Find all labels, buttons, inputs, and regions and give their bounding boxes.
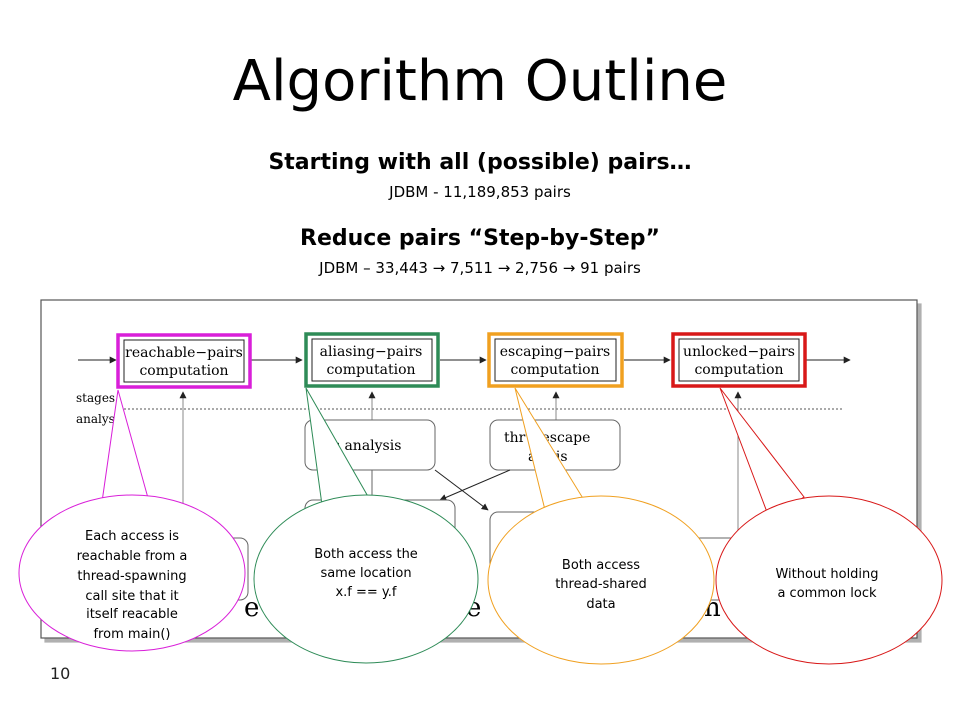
stage-box-unlocked: unlocked−pairs computation bbox=[671, 332, 807, 388]
callout-aliasing: Both access the same location x.f == y.f bbox=[253, 494, 479, 664]
svg-text:same location: same location bbox=[320, 566, 411, 581]
stage-box-reachable: reachable−pairs computation bbox=[116, 333, 252, 389]
svg-text:computation: computation bbox=[510, 362, 599, 378]
svg-text:thread-spawning: thread-spawning bbox=[77, 569, 186, 584]
analysis-link bbox=[439, 469, 511, 501]
svg-text:reachable−pairs: reachable−pairs bbox=[125, 345, 243, 361]
section2-detail: JDBM – 33,443 → 7,511 → 2,756 → 91 pairs bbox=[319, 259, 641, 277]
section2-heading: Reduce pairs “Step-by-Step” bbox=[300, 226, 660, 251]
slide-title: Algorithm Outline bbox=[232, 49, 728, 114]
escape-analysis-label-1: thr −escape bbox=[504, 430, 590, 446]
callout-escaping: Both access thread-shared data bbox=[487, 495, 715, 665]
callout-unlocked: Without holding a common lock bbox=[715, 495, 943, 665]
svg-text:Both access the: Both access the bbox=[314, 547, 418, 562]
stage-box-aliasing: aliasing−pairs computation bbox=[304, 332, 440, 388]
analysis-link bbox=[434, 469, 489, 511]
svg-text:Both access: Both access bbox=[562, 558, 640, 573]
stage-box-escaping: escaping−pairs computation bbox=[487, 332, 624, 388]
svg-text:computation: computation bbox=[694, 362, 783, 378]
svg-text:reachable from a: reachable from a bbox=[77, 549, 188, 564]
svg-text:from main(): from main() bbox=[93, 627, 170, 642]
svg-text:unlocked−pairs: unlocked−pairs bbox=[683, 344, 795, 360]
slide-number: 10 bbox=[50, 664, 71, 683]
section1-heading: Starting with all (possible) pairs… bbox=[268, 150, 692, 175]
svg-text:computation: computation bbox=[139, 363, 228, 379]
svg-text:aliasing−pairs: aliasing−pairs bbox=[320, 344, 423, 360]
svg-text:data: data bbox=[586, 597, 615, 612]
svg-text:x.f == y.f: x.f == y.f bbox=[335, 585, 396, 600]
svg-text:a common lock: a common lock bbox=[777, 586, 877, 601]
analyses-label: analys bbox=[76, 412, 115, 426]
svg-text:computation: computation bbox=[326, 362, 415, 378]
svg-text:Without holding: Without holding bbox=[775, 567, 878, 582]
section1-detail: JDBM - 11,189,853 pairs bbox=[389, 183, 571, 201]
svg-text:itself reacable: itself reacable bbox=[86, 607, 178, 622]
svg-text:escaping−pairs: escaping−pairs bbox=[500, 344, 610, 360]
stages-label: stages bbox=[76, 391, 115, 405]
svg-text:call site that it: call site that it bbox=[85, 589, 178, 604]
bottom-fragment: e bbox=[244, 593, 259, 623]
svg-text:Each access is: Each access is bbox=[85, 529, 179, 544]
svg-text:thread-shared: thread-shared bbox=[555, 577, 647, 592]
callout-reachable: Each access is reachable from a thread-s… bbox=[18, 494, 246, 652]
